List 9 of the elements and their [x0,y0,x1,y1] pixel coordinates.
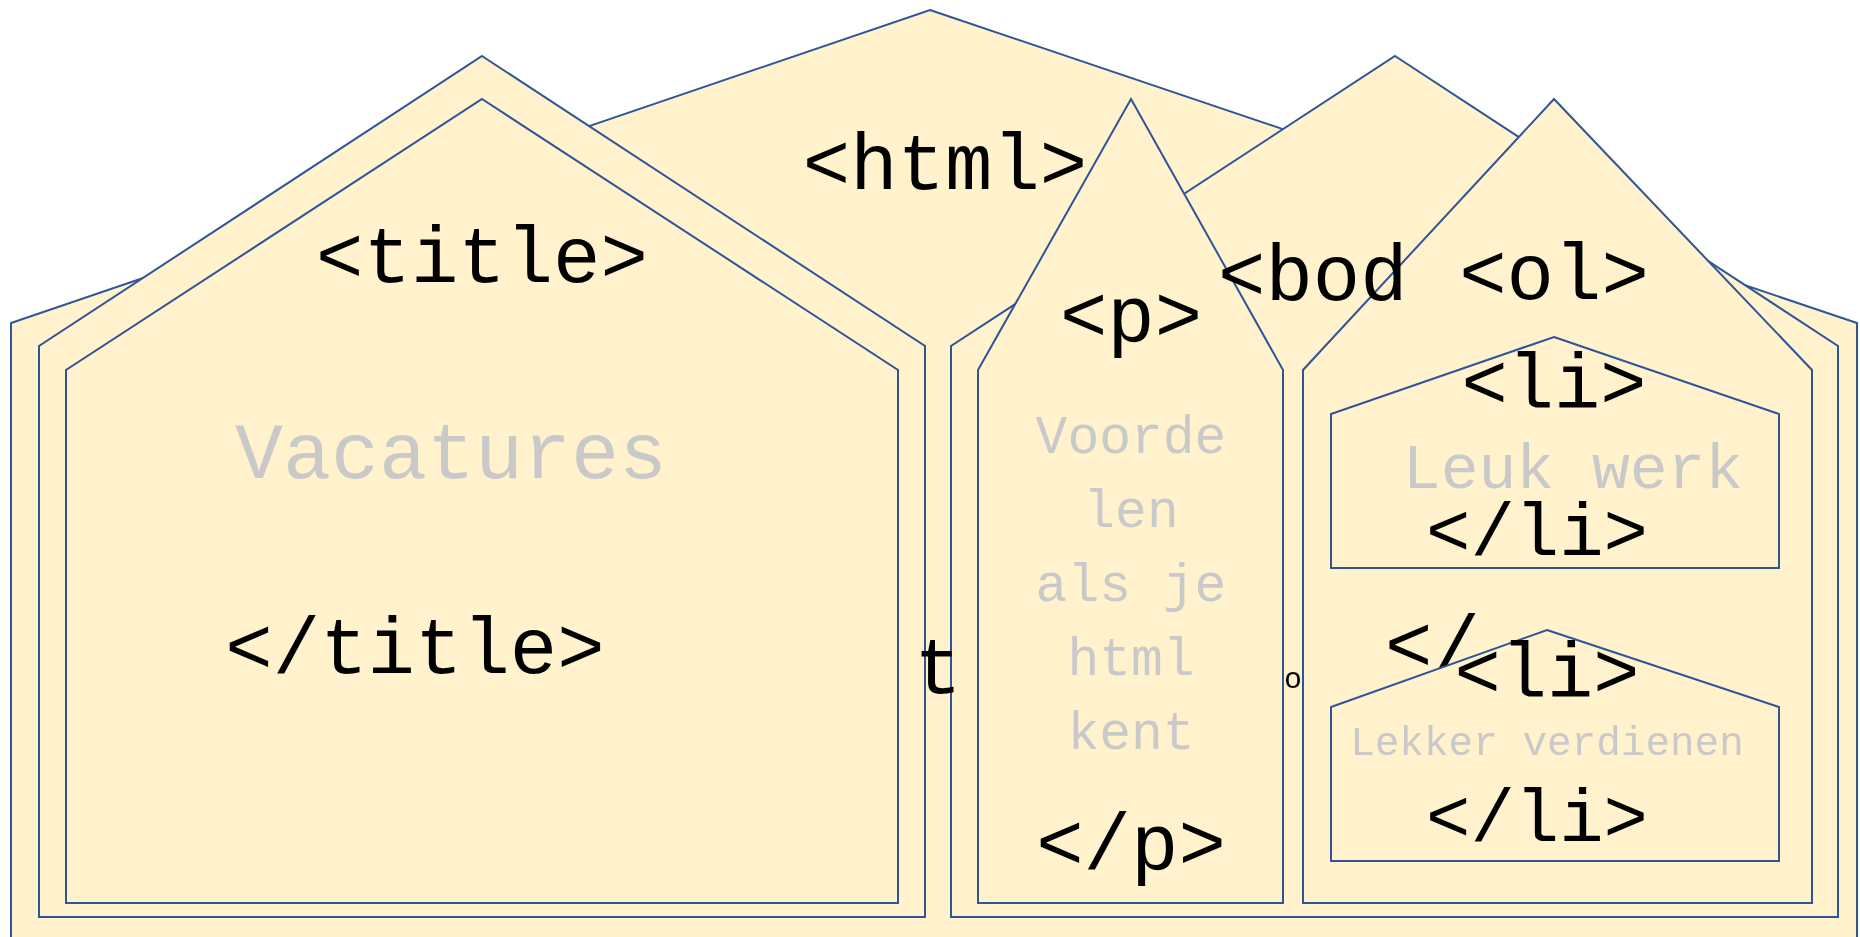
tag-label: <title> [316,215,648,307]
tag-label: <html> [802,122,1088,214]
tag-label: </p> [1036,802,1226,894]
tag-label: </title> [225,606,605,698]
tag-label: <li> [1461,342,1647,432]
tag-label: o [1284,662,1302,698]
tag-label: </li> [1426,778,1648,864]
tag-label: <p> [1059,274,1203,366]
tag-label: <ol> [1459,232,1649,324]
